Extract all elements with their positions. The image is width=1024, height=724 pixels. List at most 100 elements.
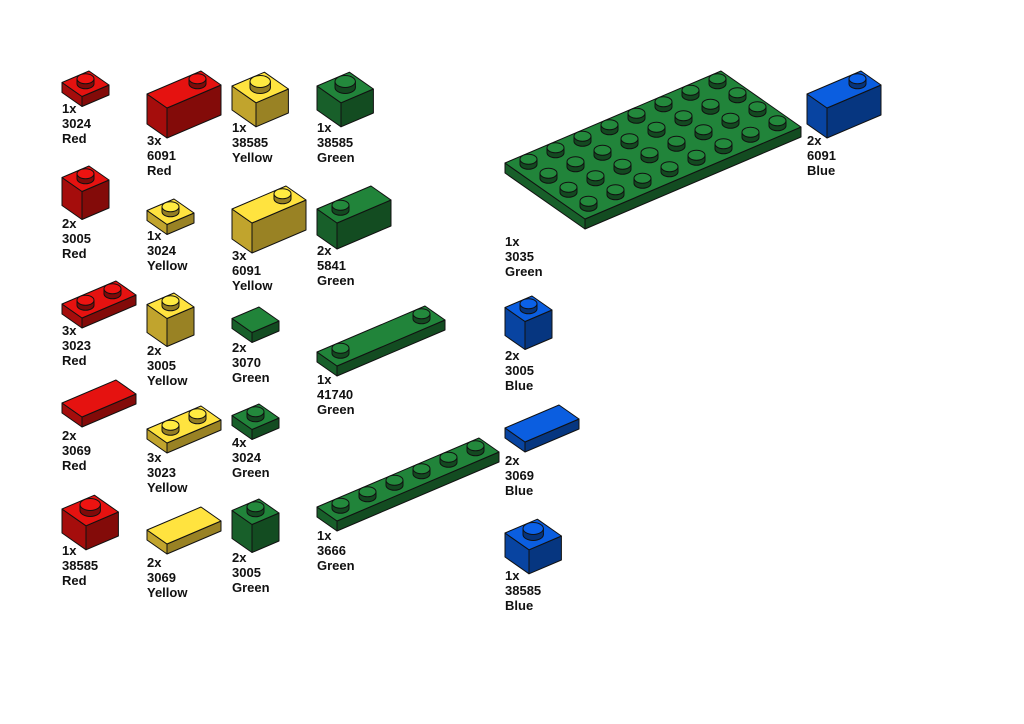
stud (188, 73, 207, 90)
part-part: 38585 (62, 558, 99, 573)
part-part: 3005 (62, 231, 91, 246)
part-color: Green (232, 580, 270, 595)
part-color: Yellow (147, 258, 188, 273)
stud (249, 75, 271, 94)
part-part: 3005 (505, 363, 534, 378)
part-part: 3005 (147, 358, 176, 373)
part-qty: 1x (505, 234, 520, 249)
stud (654, 96, 673, 113)
stud (586, 170, 605, 187)
stud (334, 75, 356, 94)
part-color: Yellow (232, 150, 273, 165)
stud (519, 153, 538, 170)
stud (522, 522, 544, 541)
stud (573, 130, 592, 147)
stud (721, 112, 740, 129)
stud (647, 121, 666, 138)
part-color: Red (147, 163, 172, 178)
part-38585-blue-illustration (504, 518, 562, 575)
stud (188, 408, 207, 425)
stud (76, 294, 95, 311)
part-38585-red-illustration (61, 494, 119, 551)
stud (331, 342, 350, 359)
part-41740-green-illustration (316, 305, 446, 377)
part-qty: 2x (232, 340, 247, 355)
stud (273, 188, 292, 205)
part-3024-yellow-illustration (146, 198, 195, 235)
stud (161, 419, 180, 436)
part-part: 41740 (317, 387, 354, 402)
part-6091-yellow-illustration (231, 185, 307, 254)
part-3005-green-illustration (231, 498, 280, 553)
part-3666-green-illustration (316, 437, 500, 532)
top-face (504, 70, 802, 220)
stud (246, 501, 265, 518)
stud (539, 167, 558, 184)
part-qty: 3x (62, 323, 77, 338)
part-part: 3024 (62, 116, 91, 131)
part-qty: 1x (317, 120, 332, 135)
part-qty: 4x (232, 435, 247, 450)
part-3023-yellow-illustration (146, 405, 222, 454)
stud (694, 124, 713, 141)
part-3069-red-illustration (61, 379, 137, 428)
part-3035-green-illustration (504, 70, 802, 230)
stud (748, 101, 767, 118)
part-color: Green (317, 402, 355, 417)
part-part: 3035 (505, 249, 534, 264)
part-part: 38585 (232, 135, 269, 150)
part-color: Blue (505, 598, 534, 613)
part-qty: 2x (147, 555, 162, 570)
part-part: 3070 (232, 355, 261, 370)
part-part: 38585 (505, 583, 542, 598)
part-qty: 3x (147, 133, 162, 148)
part-part: 3069 (62, 443, 91, 458)
part-6091-blue-illustration (806, 70, 882, 139)
part-part: 3023 (62, 338, 91, 353)
part-color: Blue (505, 378, 534, 393)
part-part: 3023 (147, 465, 176, 480)
stud (161, 201, 180, 218)
stud (103, 283, 122, 300)
stud (385, 474, 404, 491)
stud (466, 440, 485, 457)
part-color: Blue (505, 483, 534, 498)
stud (728, 87, 747, 104)
part-color: Red (62, 573, 87, 588)
part-3005-yellow-illustration (146, 292, 195, 347)
part-3070-green-illustration (231, 306, 280, 343)
part-qty: 1x (505, 568, 520, 583)
stud (620, 133, 639, 150)
part-qty: 1x (62, 543, 77, 558)
part-color: Green (317, 273, 355, 288)
stud (741, 126, 760, 143)
part-part: 3005 (232, 565, 261, 580)
stud (76, 168, 95, 185)
part-qty: 3x (232, 248, 247, 263)
stud (546, 142, 565, 159)
part-part: 3666 (317, 543, 346, 558)
stud (593, 144, 612, 161)
part-color: Red (62, 353, 87, 368)
top-face (504, 404, 580, 443)
part-color: Green (317, 150, 355, 165)
stud (161, 295, 180, 312)
part-color: Red (62, 131, 87, 146)
stud (331, 199, 350, 216)
part-color: Green (317, 558, 355, 573)
stud (674, 110, 693, 127)
